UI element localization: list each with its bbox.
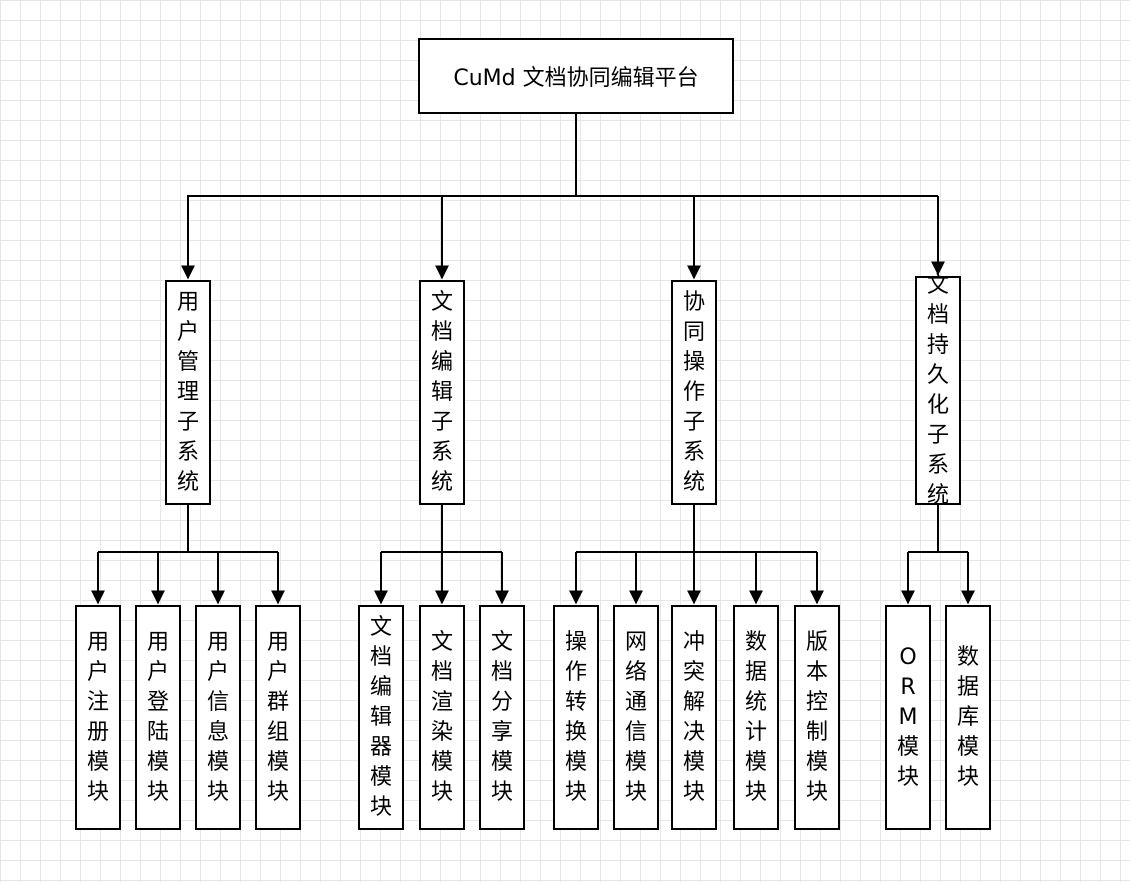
- module-node: 用户登陆模块: [135, 605, 181, 830]
- module-node: 文档渲染模块: [419, 605, 465, 830]
- module-label: 数据统计模块: [744, 629, 767, 805]
- module-label: 版本控制模块: [805, 629, 828, 805]
- root-label: CuMd 文档协同编辑平台: [453, 66, 699, 91]
- module-label: 文档渲染模块: [430, 629, 453, 805]
- subsystem-label: 文档持久化子系统: [926, 272, 949, 508]
- module-node: 操作转换模块: [553, 605, 599, 830]
- module-label: 用户群组模块: [266, 629, 289, 805]
- subsystem-label: 协同操作子系统: [682, 289, 705, 495]
- module-label: 冲突解决模块: [682, 629, 705, 805]
- module-node: 文档分享模块: [479, 605, 525, 830]
- subsystem-node-collaboration: 协同操作子系统: [671, 280, 717, 505]
- root-node: CuMd 文档协同编辑平台: [418, 38, 734, 114]
- module-label: ORM模块: [896, 644, 919, 790]
- module-label: 用户信息模块: [206, 629, 229, 805]
- module-node: 数据统计模块: [733, 605, 779, 830]
- subsystem-node-document-editing: 文档编辑子系统: [419, 280, 465, 505]
- module-node: 冲突解决模块: [671, 605, 717, 830]
- module-label: 用户注册模块: [86, 629, 109, 805]
- module-node: 用户群组模块: [255, 605, 301, 830]
- module-node: ORM模块: [885, 605, 931, 830]
- module-label: 操作转换模块: [564, 629, 587, 805]
- module-node: 版本控制模块: [794, 605, 840, 830]
- module-label: 文档分享模块: [490, 629, 513, 805]
- module-node: 数据库模块: [945, 605, 991, 830]
- module-label: 文档编辑器模块: [369, 614, 392, 820]
- subsystem-node-user-management: 用户管理子系统: [165, 280, 211, 505]
- module-label: 网络通信模块: [624, 629, 647, 805]
- module-label: 用户登陆模块: [146, 629, 169, 805]
- subsystem-node-persistence: 文档持久化子系统: [915, 273, 961, 508]
- module-node: 文档编辑器模块: [358, 605, 404, 830]
- module-label: 数据库模块: [956, 644, 979, 790]
- subsystem-label: 用户管理子系统: [176, 289, 199, 495]
- module-node: 用户信息模块: [195, 605, 241, 830]
- subsystem-label: 文档编辑子系统: [430, 289, 453, 495]
- module-node: 用户注册模块: [75, 605, 121, 830]
- module-node: 网络通信模块: [613, 605, 659, 830]
